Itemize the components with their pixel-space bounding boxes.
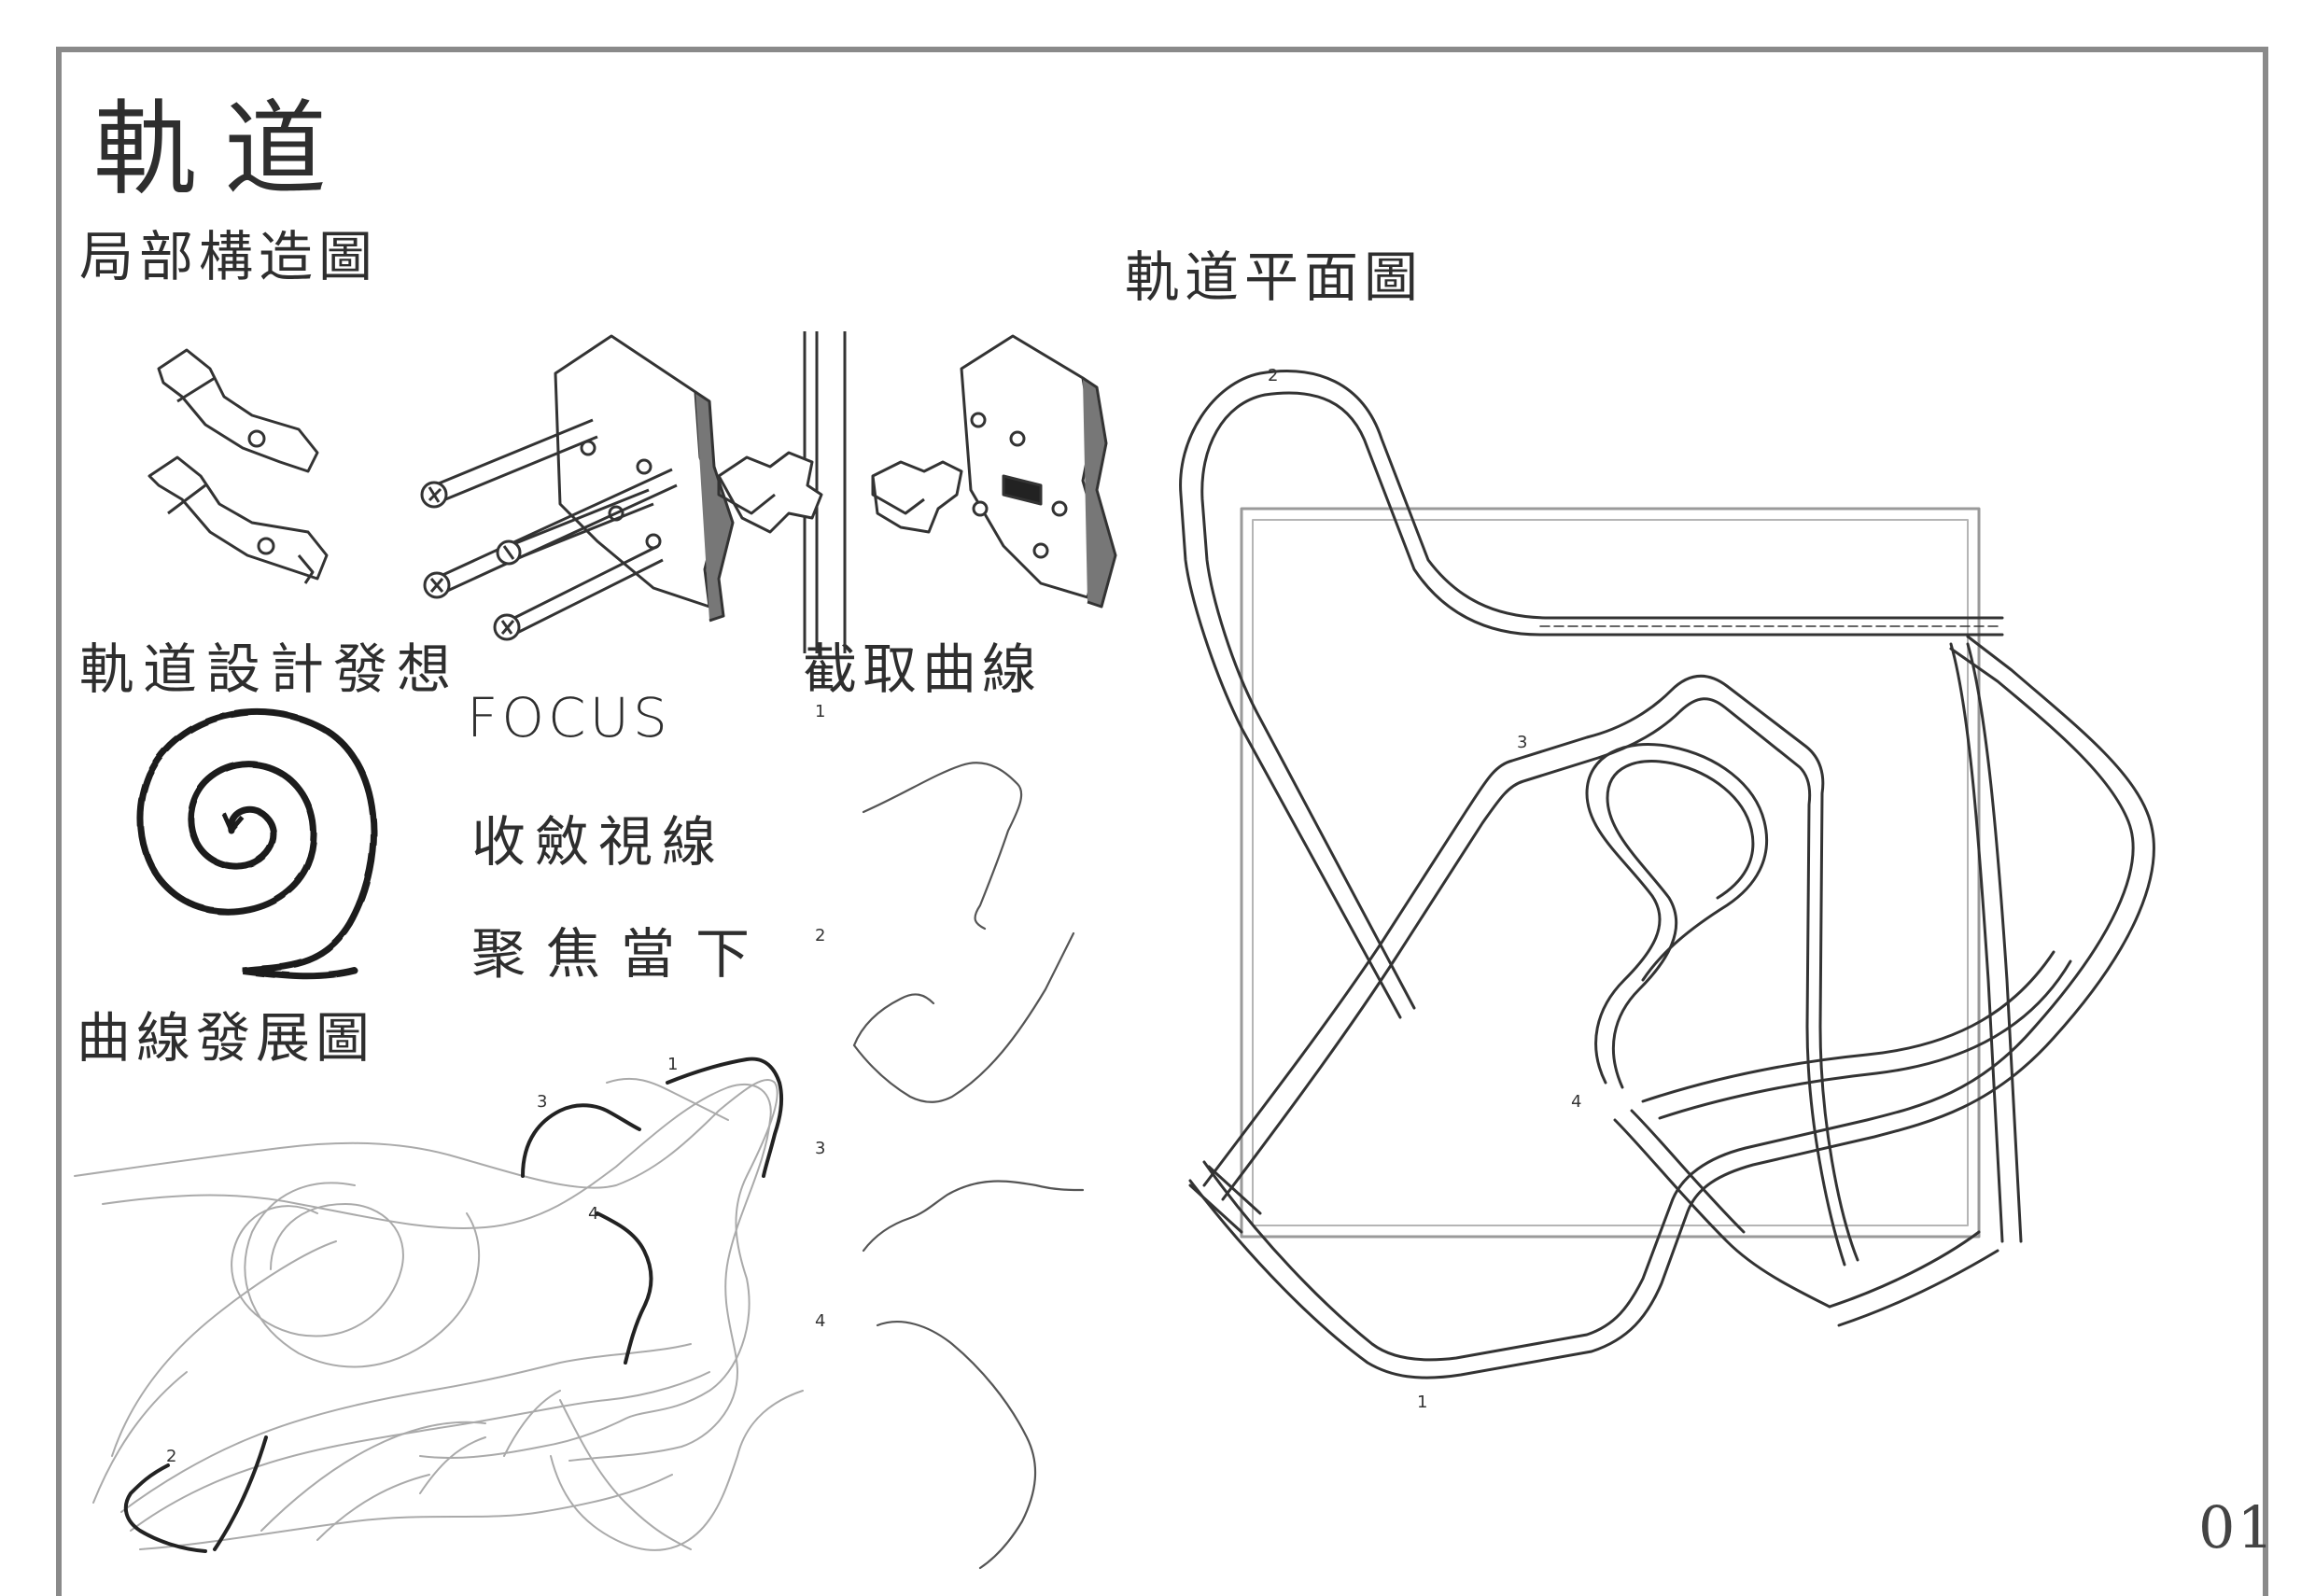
- track-2: [1179, 370, 2004, 1019]
- captured-curves: [852, 762, 1085, 1570]
- plan-frame-outer: [1240, 507, 1981, 1239]
- dev-curve-1: [666, 1057, 784, 1178]
- plan-frame-inner: [1252, 519, 1969, 1226]
- concept-focus: FOCUS: [467, 686, 671, 749]
- plan-label-2: 2: [1268, 366, 1279, 385]
- dev-curve-4: [596, 1211, 653, 1365]
- plan-label-4: 4: [1571, 1092, 1582, 1112]
- detail-heading: 局部構造圖: [79, 225, 379, 288]
- curve-development-heading: 曲線發展圖: [77, 1006, 376, 1070]
- track-plan-drawing: [1179, 370, 2155, 1379]
- dev-label-3: 3: [537, 1092, 548, 1112]
- capture-label-3: 3: [815, 1139, 826, 1158]
- plan-label-3: 3: [1517, 733, 1528, 752]
- page-title: 軌道: [93, 90, 355, 209]
- concept-line-2: 收斂視線: [471, 810, 726, 874]
- track-section-illustration: [717, 331, 963, 653]
- sheet-border: [56, 47, 2268, 1596]
- captured-curve-1: [862, 762, 1023, 931]
- track-4: [1585, 742, 1831, 1309]
- idea-heading: 軌道設計發想: [79, 637, 461, 701]
- capture-label-2: 2: [815, 926, 826, 945]
- dev-curve-2: [123, 1435, 268, 1553]
- captured-curve-4: [876, 1321, 1037, 1570]
- plan-label-1: 1: [1417, 1393, 1428, 1412]
- concept-line-3: 聚焦當下: [471, 922, 771, 986]
- curve-development-drawing: [74, 1057, 804, 1553]
- captured-curve-2: [852, 931, 1075, 1103]
- dev-curve-3: [521, 1103, 641, 1178]
- plate-with-slot-illustration: [960, 334, 1117, 609]
- spiral-concept-drawing: [136, 708, 377, 980]
- dev-label-4: 4: [588, 1204, 599, 1224]
- capture-heading: 截取曲線: [803, 637, 1043, 701]
- dev-label-1: 1: [667, 1055, 679, 1074]
- bolts-and-plate-illustration: [420, 334, 735, 641]
- plan-heading: 軌道平面圖: [1125, 245, 1424, 309]
- captured-curve-3: [862, 1180, 1085, 1253]
- capture-label-1: 1: [815, 702, 826, 721]
- track-3: [1202, 674, 1859, 1267]
- clamp-parts-illustration: [147, 348, 329, 584]
- crossing-rails: [1188, 642, 2072, 1327]
- track-1: [1188, 635, 2155, 1379]
- dev-label-2: 2: [166, 1447, 177, 1466]
- page-number: 01: [2198, 1493, 2276, 1561]
- spiral-line: [136, 708, 377, 980]
- capture-label-4: 4: [815, 1311, 826, 1331]
